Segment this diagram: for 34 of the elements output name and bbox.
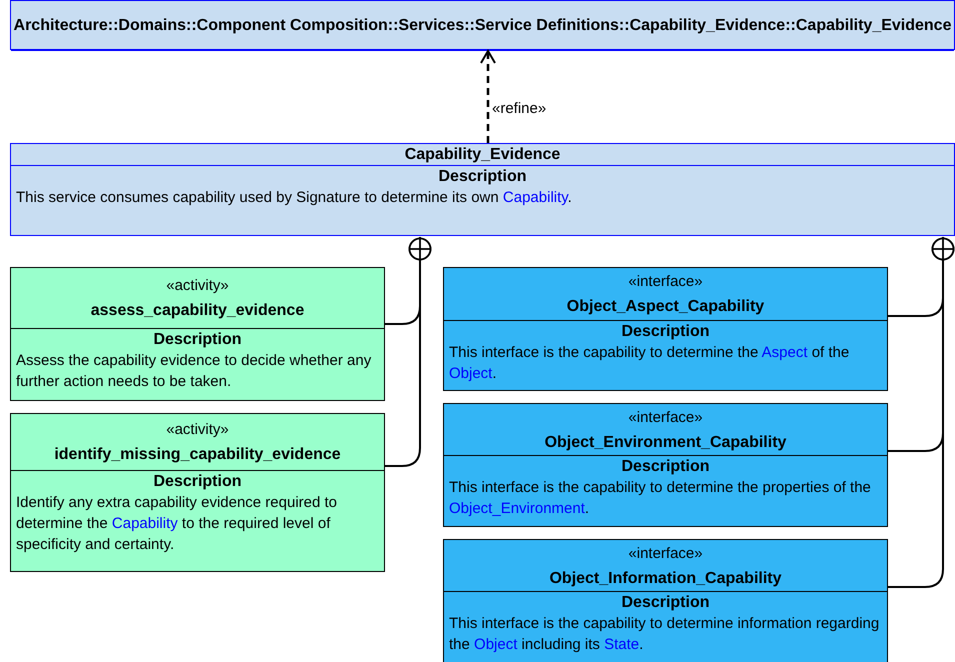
section-heading: Description: [153, 472, 242, 492]
dependency-arrow: [480, 50, 496, 143]
stereotype-label: «activity»: [166, 276, 229, 296]
description-text: This service consumes capability used by Signature to determine its own Capability.: [16, 188, 573, 208]
class-box: [443, 539, 888, 662]
class-box: [10, 267, 385, 401]
containment-connector: [385, 237, 432, 467]
description-text: This interface is the capability to determine information regarding the Object including its State.: [449, 614, 880, 655]
class-box: [443, 267, 888, 391]
class-name: Object_Environment_Capability: [544, 432, 786, 452]
stereotype-label: «activity»: [166, 420, 229, 440]
class-name: Architecture::Domains::Component Composition::Services::Service Definitions::Capability_Evidence::Capability_Evidence: [14, 16, 952, 36]
package-box: [10, 0, 955, 50]
class-box: [10, 143, 955, 236]
class-name: identify_missing_capability_evidence: [54, 445, 341, 465]
stereotype-label: «interface»: [628, 408, 703, 428]
class-name: Object_Aspect_Capability: [566, 297, 764, 317]
section-heading: Description: [621, 457, 710, 477]
description-text: Assess the capability evidence to decide whether any further action needs to be taken.: [16, 351, 372, 392]
stereotype-label: «interface»: [628, 272, 703, 292]
class-name: Object_Information_Capability: [549, 568, 782, 588]
section-heading: Description: [153, 330, 242, 350]
section-heading: Description: [621, 593, 710, 613]
description-text: Identify any extra capability evidence required to determine the Capability to the required level of specificity and certainty.: [16, 493, 338, 555]
class-box: [443, 403, 888, 527]
class-name: Capability_Evidence: [404, 145, 560, 165]
stereotype-label: «interface»: [628, 544, 703, 564]
class-name: assess_capability_evidence: [90, 301, 304, 321]
containment-connector: [888, 237, 954, 588]
section-heading: Description: [621, 322, 710, 342]
description-text: This interface is the capability to determine the Aspect of the Object.: [449, 343, 850, 384]
section-heading: Description: [438, 167, 526, 187]
class-box: [10, 413, 385, 572]
description-text: This interface is the capability to determine the properties of the Object_Environment.: [449, 478, 872, 519]
